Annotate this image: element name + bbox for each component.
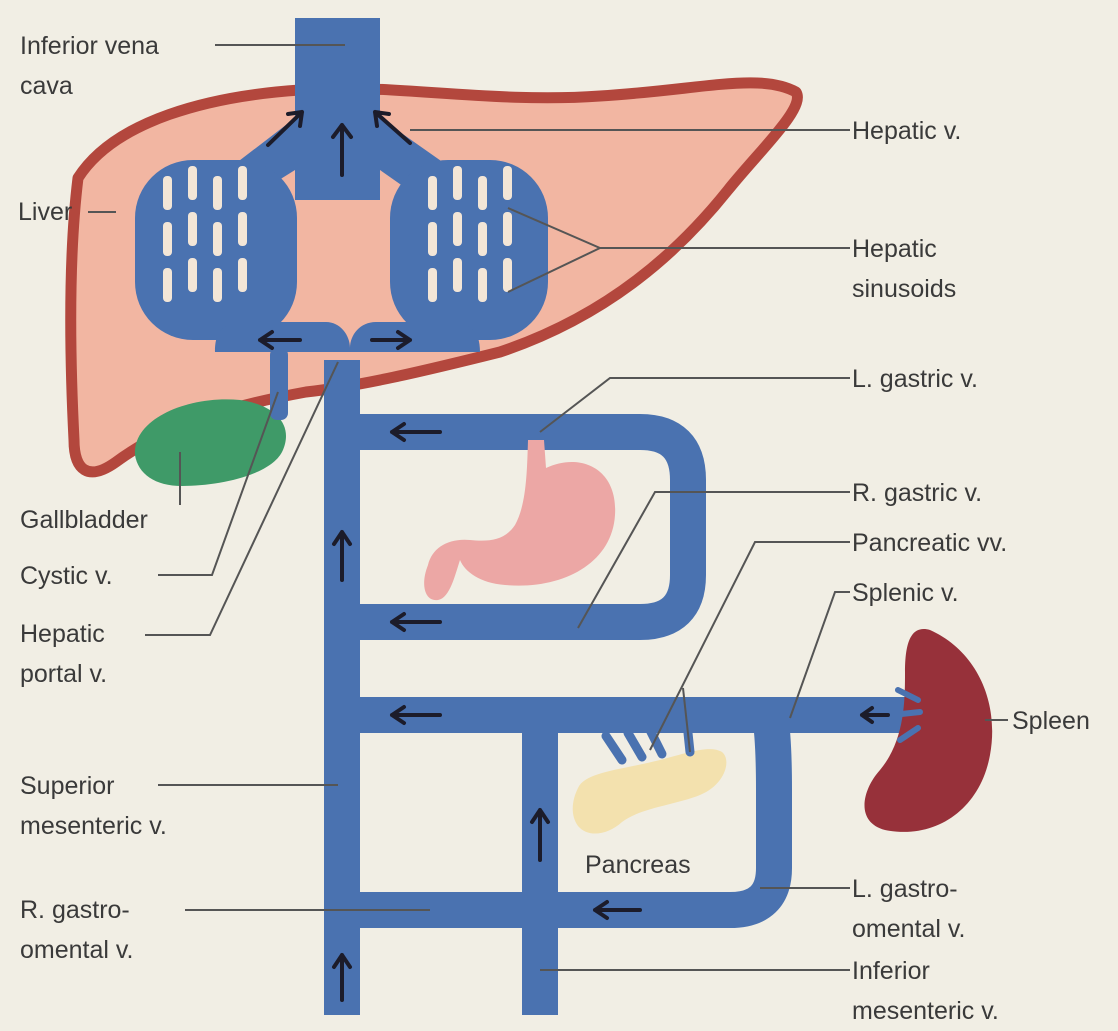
label-r-gastroomental-v: R. gastro- omental v. [20,890,133,970]
label-hepatic-sinusoids: Hepatic sinusoids [852,229,956,309]
label-inferior-vena-cava: Inferior vena cava [20,26,159,106]
label-pancreas: Pancreas [585,845,691,885]
hepatic-sinusoid-lobe-right [390,160,548,340]
stomach [424,440,615,600]
label-hepatic-portal-v: Hepatic portal v. [20,614,107,694]
label-gallbladder: Gallbladder [20,500,148,540]
label-r-gastric-v: R. gastric v. [852,473,982,513]
label-superior-mesenteric-v: Superior mesenteric v. [20,766,167,846]
label-cystic-v: Cystic v. [20,556,113,596]
label-hepatic-v: Hepatic v. [852,111,961,151]
label-l-gastroomental-v: L. gastro- omental v. [852,869,965,949]
pancreas [573,749,727,833]
label-inferior-mesenteric-v: Inferior mesenteric v. [852,951,999,1031]
label-pancreatic-vv: Pancreatic vv. [852,523,1007,563]
label-spleen: Spleen [1012,701,1090,741]
label-splenic-v: Splenic v. [852,573,959,613]
label-l-gastric-v: L. gastric v. [852,359,978,399]
label-liver: Liver [18,192,72,232]
portal-venous-tree [342,360,905,1015]
